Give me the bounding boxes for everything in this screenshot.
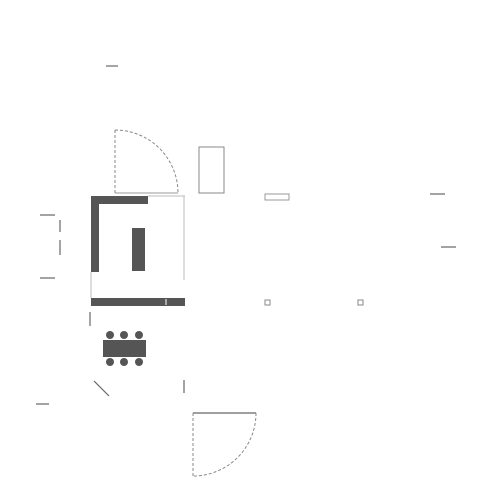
tick-diagonal [93, 380, 110, 397]
chair-icon [120, 331, 128, 339]
dining-set [103, 331, 146, 366]
wall-bottom [91, 298, 185, 306]
chair-icon [106, 358, 114, 366]
room-walls [91, 196, 185, 306]
wall-ticks [36, 65, 456, 405]
door-arc [114, 129, 179, 194]
window-icon [264, 193, 290, 201]
wall-top [91, 196, 148, 204]
partition-wall [132, 228, 145, 271]
chair-icon [106, 331, 114, 339]
dining-table-icon [103, 340, 146, 357]
chair-icon [135, 331, 143, 339]
outlet-icon [357, 299, 364, 306]
door-upper [114, 129, 179, 194]
chair-icon [120, 358, 128, 366]
door-arc [192, 412, 257, 477]
room-thin-lines [90, 195, 185, 298]
door-swing-icon [114, 129, 179, 194]
chair-icon [135, 358, 143, 366]
cabinet-fixture [198, 146, 225, 194]
door-swing-icon [192, 412, 257, 477]
outlet-icon [264, 299, 271, 306]
wall-left [91, 196, 99, 272]
door-lower [192, 412, 257, 477]
